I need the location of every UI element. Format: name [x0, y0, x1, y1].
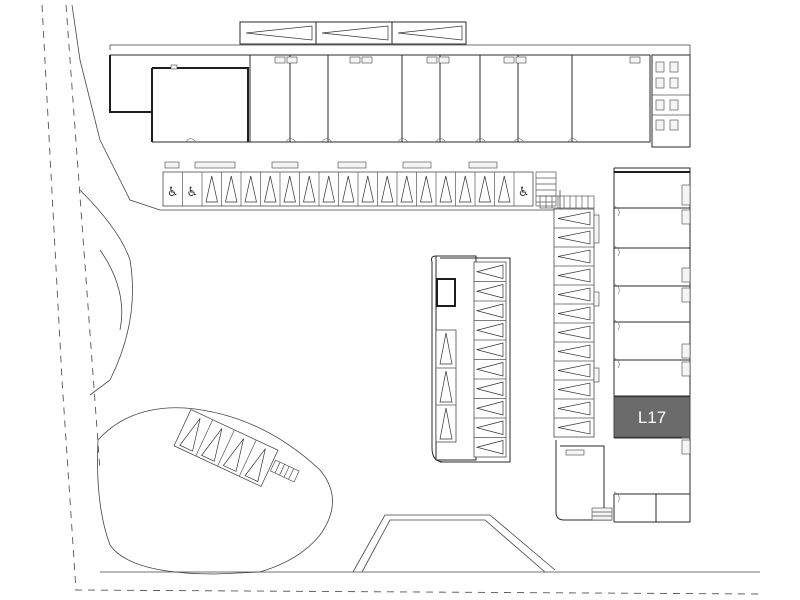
parking-stall	[475, 303, 504, 318]
parking-stall	[475, 264, 504, 279]
parking-stall	[557, 230, 591, 245]
parking-stall	[244, 175, 257, 203]
unit-l17-label: L17	[638, 408, 666, 427]
parking-stall	[400, 175, 413, 203]
parking-stall	[475, 440, 504, 455]
parking-stall	[475, 362, 504, 377]
parking-stall	[557, 211, 591, 226]
restroom-core	[651, 54, 691, 148]
parking-stall	[557, 249, 591, 264]
parking-stall	[557, 287, 591, 302]
parking-stall	[303, 175, 316, 203]
parking-stall	[475, 381, 504, 396]
parking-stall	[475, 284, 504, 299]
parking-stall	[475, 401, 504, 416]
parking-stall	[225, 175, 238, 203]
top-canopy	[239, 21, 467, 45]
parking-stall	[557, 382, 591, 397]
parking-stall	[557, 268, 591, 283]
parking-stall	[459, 175, 472, 203]
stair-east	[539, 195, 595, 209]
parking-stall	[498, 175, 511, 203]
accessible-parking-icon: ♿	[186, 185, 198, 200]
road-curbs	[71, 4, 760, 575]
accessible-parking-icon: ♿	[518, 185, 530, 200]
row-north-stalls: ♿ ♿ ♿	[167, 172, 530, 206]
parking-stall	[557, 306, 591, 321]
parking-stall	[342, 175, 355, 203]
southwest-angled-parking	[173, 409, 300, 487]
parking-stall	[205, 175, 218, 203]
parking-stall	[439, 175, 452, 203]
unit-l17[interactable]: L17	[613, 396, 691, 438]
parking-stall	[475, 323, 504, 338]
parking-stall	[475, 420, 504, 435]
accessible-parking-icon: ♿	[167, 185, 179, 200]
south-ramp	[555, 440, 613, 521]
parking-stall	[557, 325, 591, 340]
parking-stall	[361, 175, 374, 203]
property-boundary	[41, 4, 761, 595]
central-island	[431, 255, 511, 463]
parking-stall	[557, 363, 591, 378]
parking-stall	[478, 175, 491, 203]
island-stalls	[473, 261, 507, 458]
parking-stall	[381, 175, 394, 203]
parking-stall	[322, 175, 335, 203]
parking-stall	[283, 175, 296, 203]
parking-stall	[475, 342, 504, 357]
parking-row-north	[162, 161, 557, 207]
parking-stall	[420, 175, 433, 203]
parking-stall	[557, 344, 591, 359]
east-building	[613, 167, 691, 523]
north-building	[109, 54, 651, 143]
parking-stall	[264, 175, 277, 203]
parking-stall	[557, 420, 591, 435]
parking-stall	[557, 401, 591, 416]
east-stalls	[554, 211, 594, 435]
